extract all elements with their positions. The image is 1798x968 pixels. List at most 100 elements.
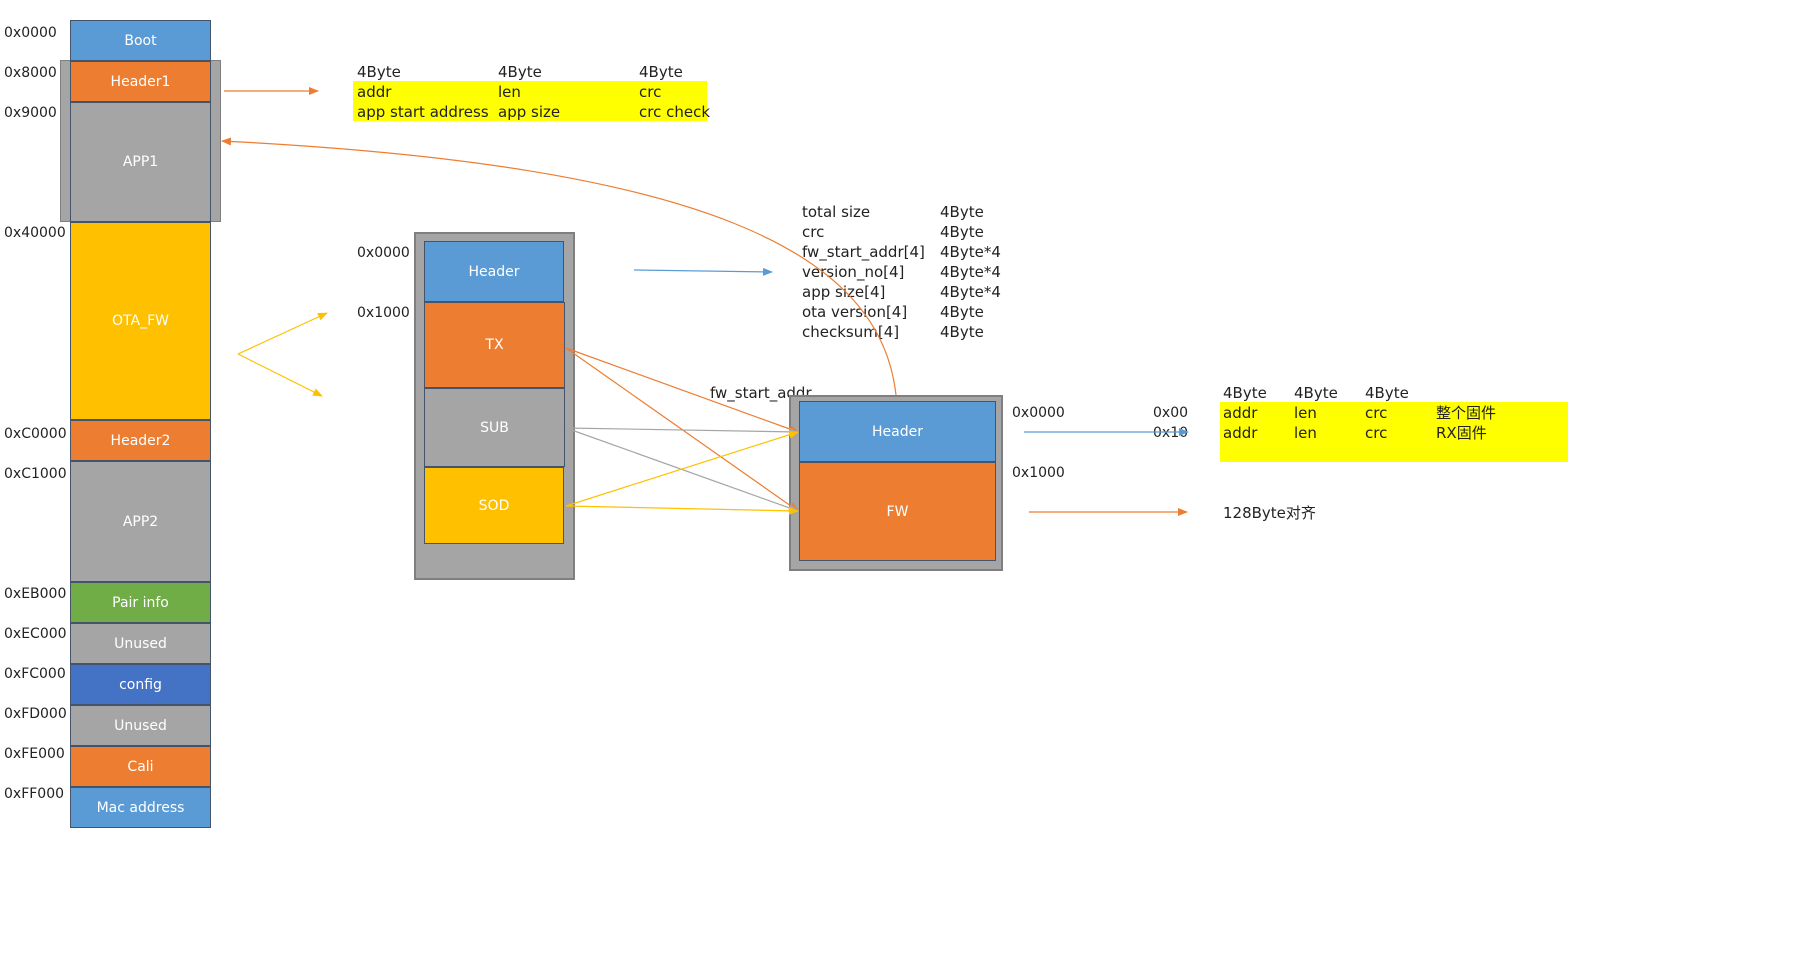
ota-address-label: 0x1000 <box>357 305 410 321</box>
sub-block: SUB <box>424 388 565 467</box>
header1-size: 4Byte <box>639 63 683 81</box>
unused-label: Unused <box>114 635 167 652</box>
fw-header-offset: 0x00 <box>1153 405 1189 421</box>
fw-header-cell: len <box>1294 404 1317 422</box>
fw-block: FW <box>799 462 996 561</box>
mac-address-label: Mac address <box>96 799 185 816</box>
address-label: 0x0000 <box>4 25 57 41</box>
cali-label: Cali <box>127 758 154 775</box>
mac-address-block: Mac address <box>70 787 211 828</box>
ota-header-block: Header <box>424 241 564 302</box>
fw-start-addr-label: fw_start_addr <box>710 384 812 402</box>
config-block: config <box>70 664 211 705</box>
sod-label: SOD <box>478 497 510 514</box>
header1-label: Header1 <box>110 73 171 90</box>
ota-header-field: ota version[4] <box>802 303 908 321</box>
tx-to-fw-header-arrow <box>565 347 799 433</box>
fw-header-cell: addr <box>1223 404 1258 422</box>
sub-to-fw-header-arrow <box>565 427 799 436</box>
header1-table-highlight <box>353 81 707 121</box>
ota-header-size: 4Byte*4 <box>940 243 1001 261</box>
fw-header-cell: addr <box>1223 424 1258 442</box>
address-label: 0xFC000 <box>4 666 66 682</box>
header2-block: Header2 <box>70 420 211 461</box>
header1-field: len <box>498 83 521 101</box>
boot-block: Boot <box>70 20 211 61</box>
fw-header-cell: crc <box>1365 424 1388 442</box>
ota-header-size: 4Byte <box>940 223 984 241</box>
fw-header-to-app1-curve <box>221 137 897 396</box>
address-label: 0xFF000 <box>4 786 65 802</box>
pair-info-label: Pair info <box>112 594 169 611</box>
header1-description: app start address <box>357 103 489 121</box>
sod-to-fw-arrow <box>565 505 799 515</box>
fw-header-size: 4Byte <box>1223 384 1267 402</box>
ota-header-field: checksum[4] <box>802 323 900 341</box>
address-label: 0xC0000 <box>4 426 67 442</box>
fw-label: FW <box>886 503 909 520</box>
fw-address-label: 0x0000 <box>1012 405 1065 421</box>
config-label: config <box>119 676 162 693</box>
address-label: 0xEB000 <box>4 586 67 602</box>
header1-field: crc <box>639 83 662 101</box>
header1-size: 4Byte <box>498 63 542 81</box>
header1-size: 4Byte <box>357 63 401 81</box>
header1-description: crc check <box>639 103 711 121</box>
address-label: 0x8000 <box>4 65 57 81</box>
fw-header-label: Header <box>872 423 923 440</box>
fw-header-size: 4Byte <box>1365 384 1409 402</box>
ota-header-field: fw_start_addr[4] <box>802 243 925 261</box>
boot-label: Boot <box>124 32 157 49</box>
tx-label: TX <box>485 337 504 353</box>
alignment-note: 128Byte对齐 <box>1223 504 1316 522</box>
ota-header-size: 4Byte <box>940 203 984 221</box>
fw-header-cell: crc <box>1365 404 1388 422</box>
address-label: 0xC1000 <box>4 466 67 482</box>
ota-fw-label: OTA_FW <box>112 313 169 329</box>
address-label: 0x40000 <box>4 225 66 241</box>
sod-to-fw-header-arrow <box>565 430 799 507</box>
fw-address-label: 0x1000 <box>1012 465 1065 481</box>
ota-header-arrow <box>633 267 773 276</box>
header2-label: Header2 <box>110 432 171 449</box>
ota-fw-expand-arrow <box>237 353 323 397</box>
tx-block: TX <box>424 302 565 388</box>
fw-header-table-highlight <box>1220 402 1568 462</box>
ota-header-field: app size[4] <box>802 283 886 301</box>
app2-label: APP2 <box>122 513 159 530</box>
ota-header-size: 4Byte <box>940 323 984 341</box>
app1-block: APP1 <box>70 102 211 222</box>
unused-block: Unused <box>70 705 211 746</box>
fw-header-cell: len <box>1294 424 1317 442</box>
ota-header-size: 4Byte*4 <box>940 263 1001 281</box>
ota-header-size: 4Byte <box>940 303 984 321</box>
ota-header-field: version_no[4] <box>802 263 905 281</box>
address-label: 0xFD000 <box>4 706 67 722</box>
ota-header-size: 4Byte*4 <box>940 283 1001 301</box>
app2-block: APP2 <box>70 461 211 582</box>
ota-fw-expand-arrow <box>237 312 328 355</box>
ota-address-label: 0x0000 <box>357 245 410 261</box>
ota-header-label: Header <box>468 263 520 280</box>
ota-header-field: crc <box>802 223 825 241</box>
ota-fw-block: OTA_FW <box>70 222 211 420</box>
fw-header-block: Header <box>799 401 996 462</box>
header1-field: addr <box>357 83 392 101</box>
header1-block: Header1 <box>70 61 211 102</box>
unused-block: Unused <box>70 623 211 664</box>
header1-description: app size <box>498 103 561 121</box>
cali-block: Cali <box>70 746 211 787</box>
address-label: 0x9000 <box>4 105 57 121</box>
fw-header-description: RX固件 <box>1436 424 1487 442</box>
app1-label: APP1 <box>122 154 159 170</box>
pair-info-block: Pair info <box>70 582 211 623</box>
ota-header-field: total size <box>802 203 871 221</box>
address-label: 0xEC000 <box>4 626 67 642</box>
fw-header-size: 4Byte <box>1294 384 1338 402</box>
unused-label: Unused <box>114 717 167 734</box>
address-label: 0xFE000 <box>4 746 65 762</box>
sod-block: SOD <box>424 467 564 544</box>
sub-label: SUB <box>480 419 509 436</box>
fw-header-description: 整个固件 <box>1436 404 1497 422</box>
